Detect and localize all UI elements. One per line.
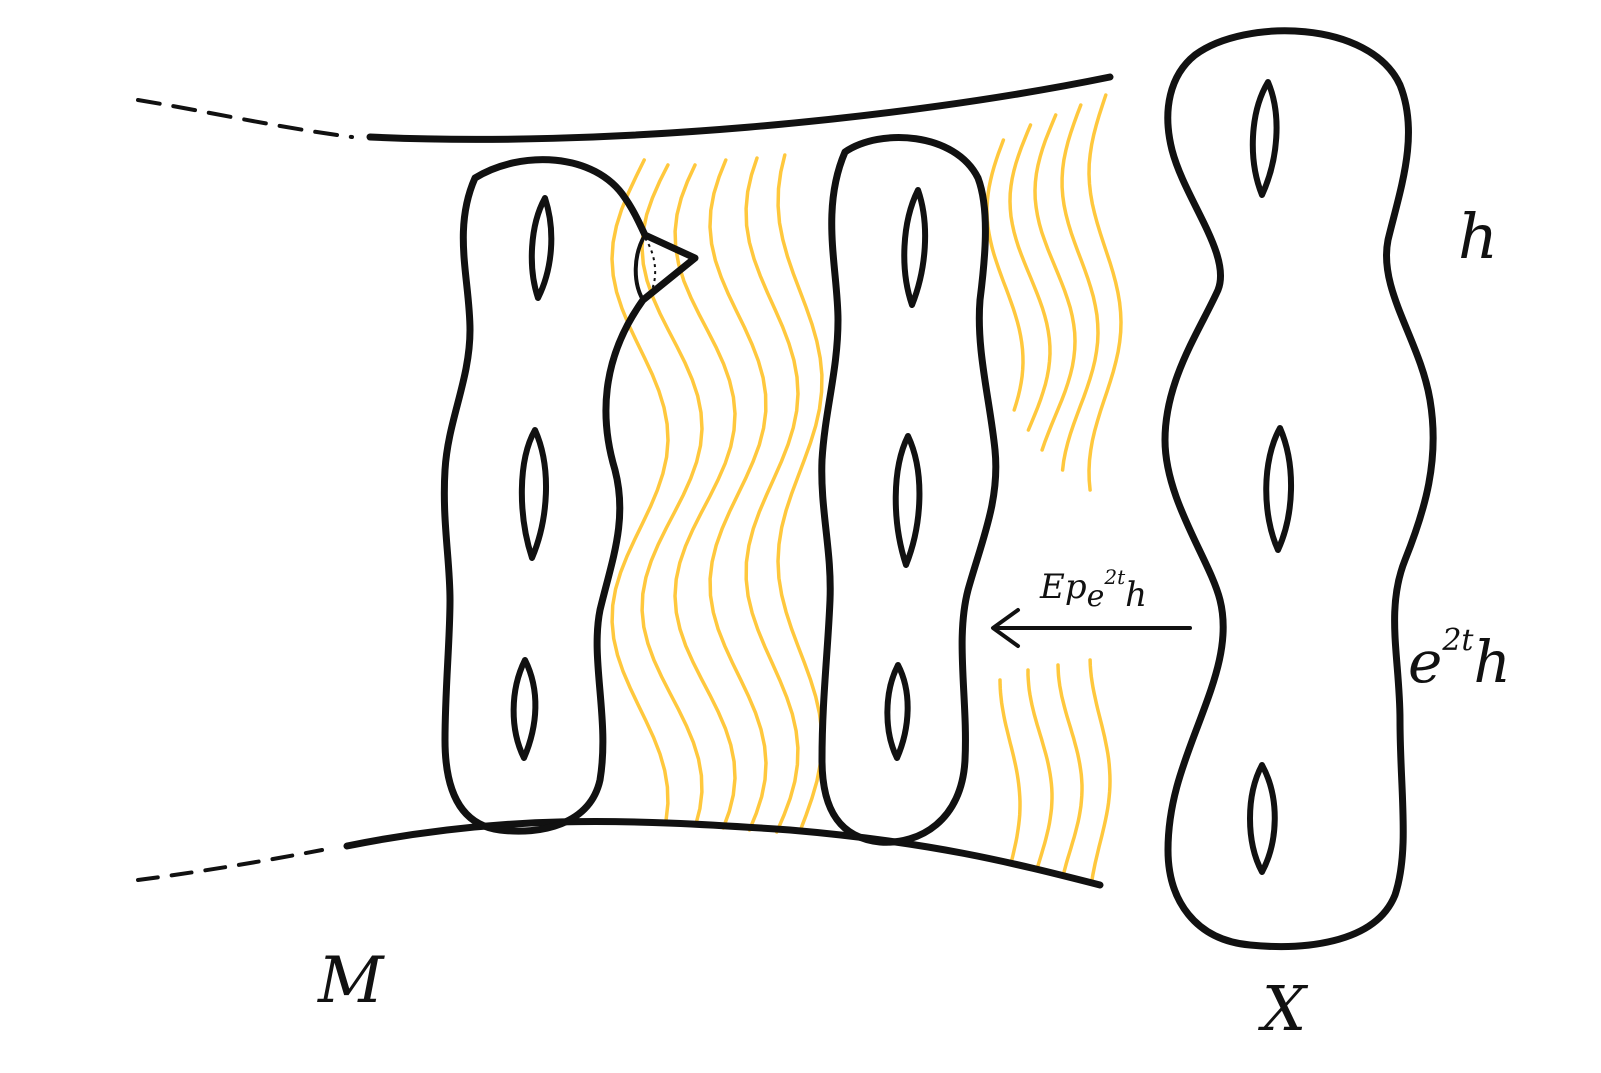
middle-handle-3 [884, 662, 911, 761]
flow-line [1060, 103, 1100, 472]
flow-line [985, 138, 1025, 412]
manifold-boundary [136, 73, 1114, 889]
arrow-head [991, 608, 1020, 648]
arrow-label-base: Ep [1039, 567, 1087, 607]
right-handle-2 [1263, 425, 1294, 553]
left-surface-body [440, 156, 699, 835]
flow-line [1056, 663, 1084, 876]
middle-surface-body [818, 134, 1000, 846]
flow-line [1008, 123, 1052, 432]
left-handle-2 [518, 427, 549, 561]
right-surface [1161, 27, 1437, 950]
flow-line [610, 158, 670, 822]
right-handle-1 [1249, 79, 1280, 198]
scaled-metric-label: e2th [1408, 623, 1511, 696]
flow-line [708, 158, 768, 832]
bottom-boundary-dashed [136, 848, 324, 882]
middle-handle-1 [901, 187, 929, 308]
flow-line [1087, 93, 1123, 492]
flow-line [1088, 658, 1112, 882]
middle-surface [818, 134, 1000, 846]
bottom-boundary [343, 818, 1104, 889]
arrow-label: Epe2th [1039, 565, 1147, 615]
middle-handle-2 [892, 433, 923, 568]
arrow-label-tail: h [1125, 575, 1147, 615]
flow-line [744, 156, 800, 834]
scaled-metric-exp: 2t [1441, 623, 1474, 658]
metric-label: h [1458, 200, 1498, 273]
scaled-metric-base: e [1408, 628, 1442, 696]
left-surface [440, 156, 699, 835]
arrow-label-sub: e [1087, 579, 1105, 614]
left-surface-fold-dotted [644, 237, 657, 298]
flow-line [640, 163, 704, 827]
top-boundary [366, 73, 1114, 143]
right-surface-body [1161, 27, 1437, 950]
flow-line [776, 153, 824, 834]
left-surface-fold [633, 233, 647, 302]
scaled-metric-tail: h [1473, 628, 1510, 696]
manifold-label: M [317, 944, 385, 1018]
flow-line [673, 163, 737, 830]
left-handle-1 [528, 195, 555, 301]
left-handle-3 [510, 657, 539, 761]
right-handle-3 [1247, 762, 1278, 875]
space-label: X [1258, 972, 1309, 1045]
flow-line [1026, 668, 1054, 870]
flow-lines [610, 93, 1123, 882]
flow-line [998, 678, 1022, 862]
arrow-label-sub-exp: 2t [1103, 565, 1126, 589]
top-boundary-dashed [136, 98, 354, 139]
pushforward-arrow [991, 608, 1192, 648]
flow-line [1033, 113, 1077, 452]
